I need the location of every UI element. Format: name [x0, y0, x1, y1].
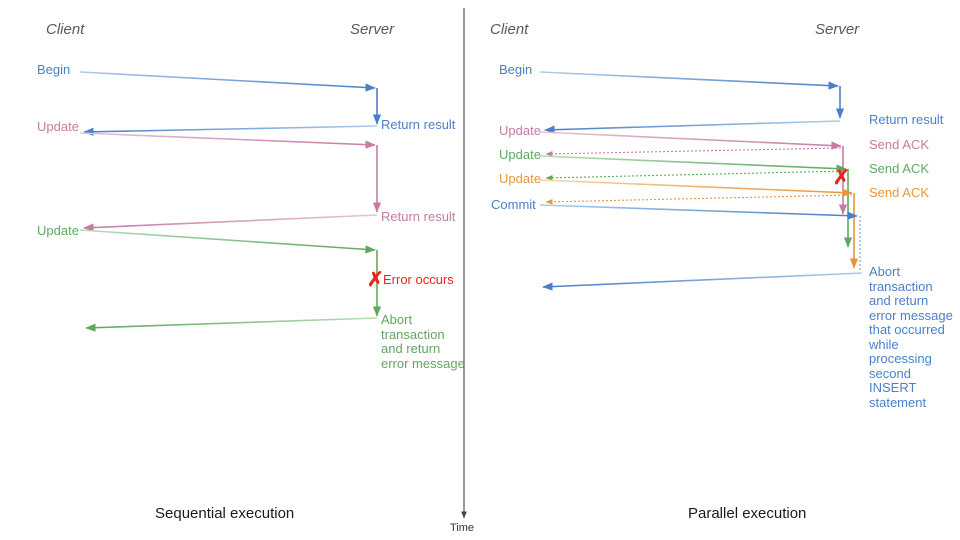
right-label-update-3: Update: [499, 171, 541, 186]
right-label-send-ack-1: Send ACK: [869, 137, 929, 152]
arrow-return-result-1-left: [83, 125, 378, 136]
error-x-icon-left: ✗: [367, 269, 384, 291]
left-caption: Sequential execution: [155, 505, 295, 522]
left-label-error-occurs: Error occurs: [383, 272, 454, 287]
right-label-send-ack-2: Send ACK: [869, 161, 929, 176]
arrow-abort-right: [542, 272, 863, 291]
arrow-return-result-2-left: [83, 214, 378, 232]
arrow-update-2-right: [539, 155, 847, 173]
arrow-return-result-right: [544, 120, 841, 134]
right-label-commit: Commit: [491, 197, 536, 212]
right-label-update-1: Update: [499, 123, 541, 138]
sequential-panel-arrows: [79, 71, 382, 332]
left-label-update-2: Update: [37, 223, 79, 238]
arrow-begin-left: [79, 71, 376, 92]
arrow-send-ack-1-right: [545, 147, 842, 157]
left-label-return-result-2: Return result: [381, 209, 456, 224]
error-x-icon-right: ✗: [833, 167, 850, 189]
arrow-update-1-left: [79, 132, 376, 149]
left-label-abort-message: Abort transaction and return error messa…: [381, 312, 465, 371]
left-label-return-result-1: Return result: [381, 117, 456, 132]
right-label-send-ack-3: Send ACK: [869, 185, 929, 200]
right-actor-client: Client: [490, 21, 529, 38]
time-axis-label: Time: [450, 522, 475, 534]
left-label-begin: Begin: [37, 62, 71, 77]
arrow-update-1-right: [539, 131, 842, 150]
arrow-send-ack-3-right: [545, 194, 853, 205]
arrow-commit-right: [539, 204, 858, 220]
right-actor-server: Server: [815, 21, 860, 38]
arrow-update-2-left: [79, 229, 376, 254]
arrow-begin-right: [539, 71, 839, 90]
arrow-update-3-right: [539, 179, 853, 197]
right-label-return-result: Return result: [869, 112, 944, 127]
right-label-abort-message: Abort transaction and return error messa…: [869, 264, 953, 410]
left-actor-client: Client: [46, 21, 85, 38]
arrow-abort-left: [85, 317, 378, 332]
right-label-begin: Begin: [499, 62, 533, 77]
parallel-panel-arrows: [539, 71, 863, 291]
left-actor-server: Server: [350, 21, 395, 38]
right-label-update-2: Update: [499, 147, 541, 162]
arrow-send-ack-2-right: [545, 170, 847, 181]
left-label-update-1: Update: [37, 119, 79, 134]
right-caption: Parallel execution: [688, 505, 807, 522]
